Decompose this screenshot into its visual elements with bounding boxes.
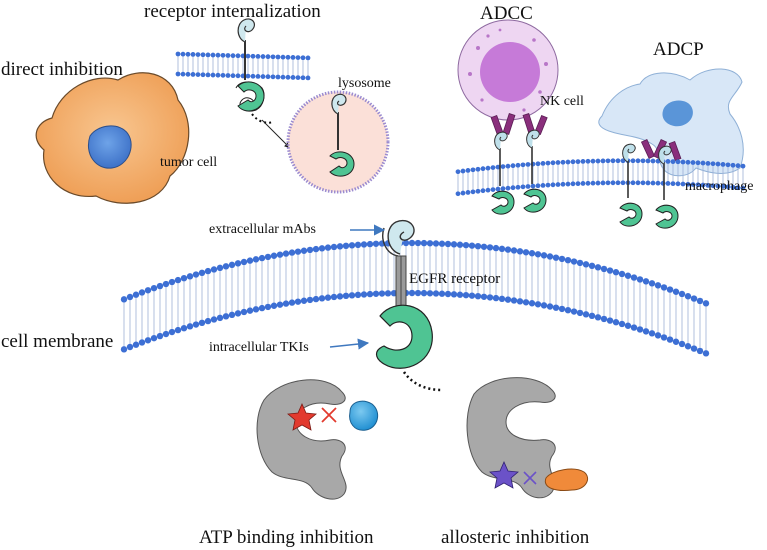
allosteric-ligand bbox=[544, 468, 588, 491]
direct-inhibition-label: direct inhibition bbox=[1, 59, 123, 80]
allosteric-kinase bbox=[466, 377, 588, 499]
atp-kinase bbox=[256, 379, 379, 500]
atp-ligand bbox=[349, 400, 379, 431]
atp-binding-inhibition-label: ATP binding inhibition bbox=[199, 527, 374, 548]
egfr-receptor-label: EGFR receptor bbox=[409, 271, 501, 287]
tkis-arrow bbox=[329, 338, 370, 350]
membrane-receptor bbox=[655, 145, 679, 229]
internalization-membrane bbox=[175, 51, 311, 81]
cross-icon bbox=[523, 471, 537, 485]
internalization-receptor bbox=[235, 18, 291, 149]
extracellular-mabs-label: extracellular mAbs bbox=[209, 222, 316, 237]
cross-icon bbox=[321, 407, 337, 423]
receptor-internalization-label: receptor internalization bbox=[144, 1, 321, 22]
cell-membrane-label: cell membrane bbox=[1, 331, 114, 352]
cell-membrane bbox=[120, 239, 710, 357]
membrane-receptor bbox=[491, 131, 515, 215]
lysosome-label: lysosome bbox=[338, 76, 391, 91]
adcc-label: ADCC bbox=[480, 3, 533, 24]
egfr-receptor bbox=[375, 219, 443, 392]
tumor-cell-label: tumor cell bbox=[160, 155, 218, 170]
allosteric-inhibition-label: allosteric inhibition bbox=[441, 527, 590, 548]
nk-target-receptors bbox=[491, 129, 679, 229]
macrophage-label: macrophage bbox=[685, 179, 754, 194]
effector-target-membrane bbox=[455, 158, 746, 197]
lysosome bbox=[286, 90, 390, 194]
membrane-receptor bbox=[619, 143, 643, 227]
tumor-cell bbox=[35, 72, 190, 204]
intracellular-tkis-label: intracellular TKIs bbox=[209, 340, 309, 355]
macrophage bbox=[598, 68, 744, 177]
nk-cell-label: NK cell bbox=[540, 94, 584, 109]
membrane-receptor bbox=[523, 129, 547, 213]
allosteric-star-icon bbox=[489, 461, 519, 489]
nk-cell bbox=[457, 19, 559, 135]
atp-star-icon bbox=[287, 403, 317, 431]
adcp-label: ADCP bbox=[653, 39, 704, 60]
